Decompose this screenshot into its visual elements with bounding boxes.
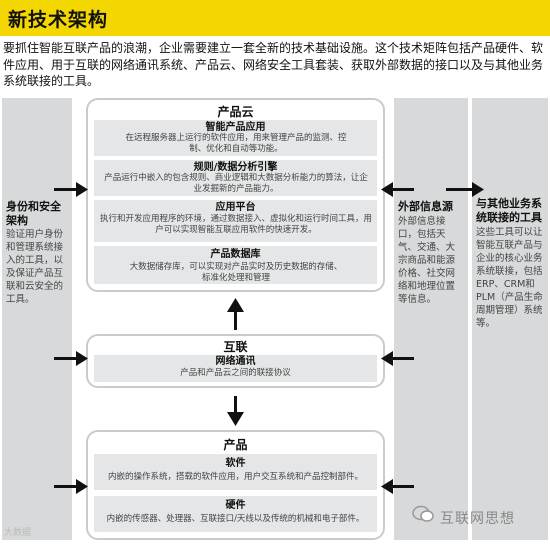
product-db-box: [94, 246, 377, 284]
external-sources-desc: 外部信息接口，包括天气、交通、大宗商品和能源价格、社交网络和地理位置等信息。: [398, 216, 456, 305]
hardware-desc: 内嵌的传感器、处理器、互联接口/天线以及传统的机械和电子部件。: [106, 514, 365, 524]
arrow-right-icon: [76, 182, 88, 197]
right-arrow-2-shaft: [390, 357, 414, 360]
rules-engine-desc: 产品运行中嵌入的包含规则、商业逻辑和大数据分析能力的算法，让企业发掘新的产品能力…: [104, 173, 368, 194]
identity-security-desc: 验证用户身份和管理系统接入的工具，以及保证产品互联和云安全的工具。: [6, 229, 64, 305]
network-title: 网络通讯: [215, 356, 256, 367]
external-sources-title: 外部信息源: [398, 200, 453, 213]
software-box: [94, 454, 377, 490]
business-systems-panel: [472, 98, 548, 540]
identity-security-title: 身份和安全架构: [6, 200, 61, 227]
software-title: 软件: [225, 458, 246, 469]
arrow-down-icon: [227, 412, 244, 426]
right-arrow-1-shaft: [390, 188, 414, 191]
intro-paragraph: 要抓住智能互联产品的浪潮，企业需要建立一套全新的技术基础设施。这个技术矩阵包括产…: [3, 41, 544, 88]
business-systems-desc: 这些工具可以让智能互联产品与企业的核心业务系统联接，包括ERP、CRM和PLM（…: [476, 227, 543, 329]
external-sources-panel: [394, 98, 468, 540]
network-box: [94, 355, 377, 382]
right-arrow-3-shaft: [390, 485, 414, 488]
mid-arrow-shaft: [446, 188, 476, 191]
identity-security-panel: [2, 98, 72, 540]
rules-engine-box: [94, 160, 377, 196]
left-arrow-3-shaft: [54, 485, 80, 488]
smart-app-title: 智能产品应用: [205, 122, 266, 133]
connectivity-title: 互联: [223, 340, 248, 354]
arrow-left-icon: [381, 479, 393, 494]
smart-app-desc: 在远程服务器上运行的软件应用，用来管理产品的监测、控制、优化和自动等功能。: [125, 133, 347, 154]
page-title: 新技术架构: [8, 9, 109, 31]
wechat-icon: [412, 505, 434, 523]
hardware-title: 硬件: [225, 500, 246, 511]
arrow-right-icon: [76, 351, 88, 366]
product-db-desc: 大数据储存库，可以实现对产品实时及历史数据的存储、标准化处理和管理: [129, 262, 343, 283]
title-bar: [0, 0, 550, 36]
arrow-left-icon: [381, 351, 393, 366]
smart-app-box: [94, 120, 377, 156]
watermark-right: 互联网思想: [440, 511, 515, 527]
left-arrow-2-shaft: [54, 357, 80, 360]
arrow-right-icon: [472, 182, 484, 197]
product-db-title: 产品数据库: [210, 249, 261, 260]
app-platform-box: [94, 200, 377, 242]
left-arrow-1-shaft: [54, 188, 80, 191]
watermark-left: 大数据: [4, 528, 32, 538]
arrow-right-icon: [76, 479, 88, 494]
arrow-down-shaft: [234, 396, 237, 414]
rules-engine-title: 规则/数据分析引擎: [193, 162, 278, 173]
hardware-box: [94, 496, 377, 532]
product-cloud-title: 产品云: [217, 105, 254, 119]
arrow-up-shaft: [234, 310, 237, 330]
software-desc: 内嵌的操作系统，搭载的软件应用，用户交互系统和产品控制部件。: [107, 472, 363, 482]
network-desc: 产品和产品云之间的联接协议: [180, 368, 291, 378]
arrow-up-icon: [227, 298, 244, 312]
business-systems-title: 与其他业务系统联接的工具: [476, 197, 542, 224]
app-platform-desc: 执行和开发应用程序的环境，通过数据接入、虚拟化和运行时间工具，用户可以实现智能互…: [99, 214, 372, 235]
product-title: 产品: [223, 438, 248, 452]
arrow-left-icon: [381, 182, 393, 197]
app-platform-title: 应用平台: [215, 202, 256, 213]
